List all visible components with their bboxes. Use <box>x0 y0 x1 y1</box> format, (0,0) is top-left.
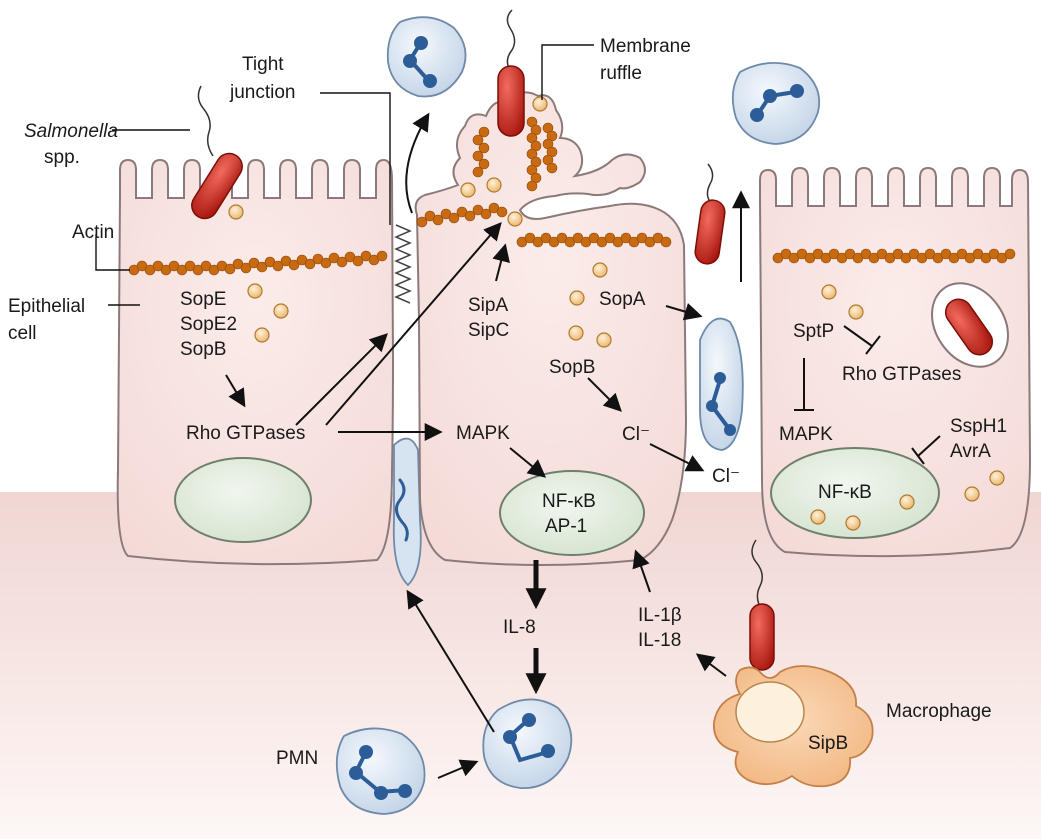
label-mapk-middle: MAPK <box>456 423 510 444</box>
transmigrating-neutrophil <box>392 437 422 587</box>
neutrophil-top-middle <box>386 16 467 98</box>
inhibit-sptp-rho <box>843 325 873 347</box>
tight-junction-leader <box>320 92 391 225</box>
arrow-sip-to-ruffle <box>492 243 510 282</box>
label-epithelial-line1: Epithelial <box>8 296 85 317</box>
label-mapk-right: MAPK <box>779 424 833 445</box>
actin-filaments <box>128 116 1016 276</box>
label-epithelial-line2: cell <box>8 323 37 344</box>
label-sope2: SopE2 <box>180 314 237 335</box>
actin-leader <box>95 234 130 271</box>
label-ssph1: SspH1 <box>950 416 1007 437</box>
label-sopb-left: SopB <box>180 339 226 360</box>
label-rho-gtpases-left: Rho GTPases <box>186 423 305 444</box>
label-tight-junction-line2: junction <box>229 82 296 103</box>
arrow-neutrophil-escape <box>405 112 430 214</box>
arrow-rho-to-junction <box>295 333 388 426</box>
label-sopa: SopA <box>599 289 646 310</box>
arrow-macrophage-to-il <box>695 653 727 677</box>
arrow-sop-to-rho <box>225 374 246 408</box>
label-tight-junction-line1: Tight <box>242 54 284 75</box>
transmigrating-neutrophil-nucleus <box>395 478 409 542</box>
label-nfkb-right: NF-κB <box>818 482 872 503</box>
salmonella-bacterium-middle-right <box>694 163 726 265</box>
label-cl-intracellular: Cl⁻ <box>622 424 650 445</box>
inhibit-ssph-nfkb-bar <box>911 447 925 465</box>
arrow-cl-secretion <box>649 443 705 472</box>
neutrophil-bottom-middle <box>482 698 573 789</box>
effector-proteins <box>228 96 1005 689</box>
tight-junction-strands <box>394 224 412 304</box>
neutrophil-crossing <box>699 317 744 451</box>
actin-ruffle-stalks <box>472 116 558 192</box>
label-macrophage: Macrophage <box>886 701 992 722</box>
label-sopb-middle: SopB <box>549 357 595 378</box>
neutrophil-bottom-left <box>335 727 426 815</box>
label-il8: IL-8 <box>503 617 536 638</box>
label-sipc: SipC <box>468 320 509 341</box>
arrow-sopb-to-cl <box>587 377 622 412</box>
arrow-pmn-transmigration <box>406 589 495 733</box>
inhibit-ssph-nfkb <box>917 435 941 457</box>
actin-band-middle <box>516 232 672 248</box>
label-membrane-ruffle-line2: ruffle <box>600 63 642 84</box>
salmonella-in-vacuole <box>944 298 994 356</box>
label-rho-gtpases-right: Rho GTPases <box>842 364 961 385</box>
neutrophil-top-right <box>731 61 821 145</box>
arrow-pmn-recruitment <box>437 759 479 779</box>
label-sptp: SptP <box>793 321 834 342</box>
label-il18: IL-18 <box>638 630 681 651</box>
salmonella-bacterium-left <box>191 85 243 220</box>
arrow-sopa-out <box>665 303 703 321</box>
nucleus-left <box>174 457 312 543</box>
macrophage-nucleus <box>735 681 805 743</box>
label-avra: AvrA <box>950 441 991 462</box>
inhibit-sptp-rho-bar <box>865 335 881 355</box>
label-pmn: PMN <box>276 748 318 769</box>
label-sipa: SipA <box>468 295 508 316</box>
actin-ruffle-base <box>416 202 508 228</box>
label-ap1: AP-1 <box>545 516 587 537</box>
label-sipb: SipB <box>808 733 848 754</box>
label-salmonella: Salmonella <box>24 121 118 142</box>
label-membrane-ruffle-line1: Membrane <box>600 36 691 57</box>
arrow-mapk-to-nfkb <box>509 447 547 478</box>
salmonella-bacterium-macrophage <box>749 539 775 671</box>
label-cl-secreted: Cl⁻ <box>712 466 740 487</box>
label-nfkb-middle: NF-κB <box>542 491 596 512</box>
actin-band-right <box>772 248 1016 264</box>
salmonella-bacterium-ruffle <box>497 9 525 137</box>
leader-lines <box>95 44 594 306</box>
inhibition-lines <box>794 325 941 465</box>
pathway-arrows <box>225 112 750 779</box>
nucleus-middle <box>499 470 645 556</box>
actin-band-left <box>128 250 388 276</box>
label-il1b: IL-1β <box>638 605 682 626</box>
label-salmonella-spp: spp. <box>44 147 80 168</box>
label-sope: SopE <box>180 289 226 310</box>
arrow-rho-to-ruffle <box>325 221 502 426</box>
membrane-ruffle-leader <box>541 44 594 100</box>
arrow-il1b-to-nucleus <box>632 549 651 593</box>
label-actin: Actin <box>72 222 114 243</box>
